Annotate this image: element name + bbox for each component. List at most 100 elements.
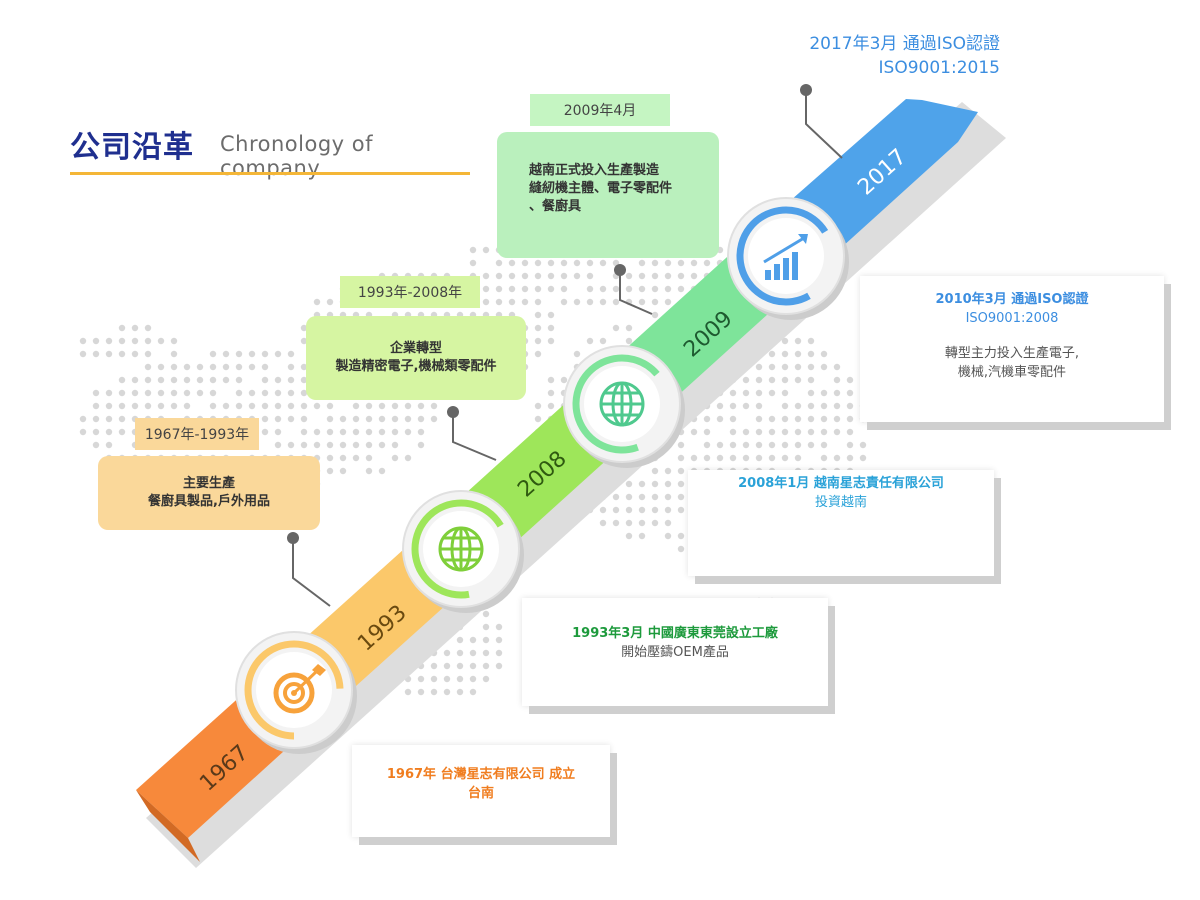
map-dot xyxy=(105,337,113,345)
map-dot xyxy=(534,415,542,423)
map-dot xyxy=(534,337,542,345)
map-dot xyxy=(482,272,490,280)
map-dot xyxy=(118,428,126,436)
map-dot xyxy=(209,363,217,371)
map-dot xyxy=(287,363,295,371)
map-dot xyxy=(417,402,425,410)
page-header: 公司沿革 Chronology of company xyxy=(70,118,480,180)
map-dot xyxy=(79,428,87,436)
map-dot xyxy=(417,675,425,683)
map-dot xyxy=(755,441,763,449)
map-dot xyxy=(781,428,789,436)
bubble-line: 餐廚具製品,戶外用品 xyxy=(148,494,270,509)
map-dot xyxy=(612,493,620,501)
map-dot xyxy=(846,428,854,436)
map-dot xyxy=(92,337,100,345)
map-dot xyxy=(495,285,503,293)
map-dot xyxy=(196,389,204,397)
map-dot xyxy=(573,259,581,267)
map-dot xyxy=(222,376,230,384)
map-dot xyxy=(495,259,503,267)
title-underline xyxy=(70,172,470,175)
map-dot xyxy=(274,389,282,397)
map-dot xyxy=(144,389,152,397)
map-dot xyxy=(339,467,347,475)
map-dot xyxy=(105,441,113,449)
page-title: 公司沿革 xyxy=(70,130,194,165)
ribbon-tail-fold xyxy=(136,790,200,862)
map-dot xyxy=(677,493,685,501)
map-dot xyxy=(612,519,620,527)
map-dot xyxy=(274,350,282,358)
map-dot xyxy=(651,285,659,293)
milestone-bubble-2009: 越南正式投入生產製造 縫紉機主體、電子零配件 、餐廚具 xyxy=(497,132,719,258)
map-dot xyxy=(365,415,373,423)
connector-1993 xyxy=(452,412,497,461)
map-dot xyxy=(482,636,490,644)
map-dot xyxy=(274,415,282,423)
map-dot xyxy=(846,415,854,423)
map-dot xyxy=(287,415,295,423)
map-dot xyxy=(794,415,802,423)
map-dot xyxy=(313,441,321,449)
map-dot xyxy=(742,402,750,410)
map-dot xyxy=(664,298,672,306)
map-dot xyxy=(833,363,841,371)
map-dot xyxy=(300,415,308,423)
map-dot xyxy=(430,415,438,423)
map-dot xyxy=(352,441,360,449)
map-dot xyxy=(846,376,854,384)
bubble-line: 企業轉型 xyxy=(389,341,442,356)
bubble-line: 縫紉機主體、電子零配件 xyxy=(529,181,673,196)
map-dot xyxy=(482,298,490,306)
map-dot xyxy=(365,428,373,436)
map-dot xyxy=(482,285,490,293)
map-dot xyxy=(287,389,295,397)
map-dot xyxy=(365,454,373,462)
map-dot xyxy=(768,363,776,371)
map-dot xyxy=(469,636,477,644)
map-dot xyxy=(261,389,269,397)
period-pill-1967: 1967年-1993年 xyxy=(135,418,259,450)
map-dot xyxy=(664,285,672,293)
map-dot xyxy=(560,376,568,384)
map-dot xyxy=(456,675,464,683)
milestone-bubble-1993: 企業轉型 製造精密電子,機械類零配件 xyxy=(306,316,526,400)
map-dot xyxy=(573,272,581,280)
map-dot xyxy=(326,454,334,462)
map-dot xyxy=(534,298,542,306)
map-dot xyxy=(807,337,815,345)
map-dot xyxy=(417,428,425,436)
map-dot xyxy=(651,272,659,280)
map-dot xyxy=(157,337,165,345)
map-dot xyxy=(768,389,776,397)
map-dot xyxy=(599,298,607,306)
map-dot xyxy=(144,350,152,358)
map-dot xyxy=(196,376,204,384)
map-dot xyxy=(443,649,451,657)
map-dot xyxy=(625,480,633,488)
map-dot xyxy=(820,389,828,397)
map-dot xyxy=(690,259,698,267)
map-dot xyxy=(274,402,282,410)
map-dot xyxy=(703,428,711,436)
map-dot xyxy=(92,389,100,397)
map-dot xyxy=(92,402,100,410)
map-dot xyxy=(209,350,217,358)
map-dot xyxy=(378,402,386,410)
map-dot xyxy=(118,415,126,423)
map-dot xyxy=(92,441,100,449)
map-dot xyxy=(599,337,607,345)
map-dot xyxy=(313,402,321,410)
map-dot xyxy=(313,428,321,436)
map-dot xyxy=(508,272,516,280)
map-dot xyxy=(703,454,711,462)
map-dot xyxy=(287,402,295,410)
map-dot xyxy=(261,402,269,410)
map-dot xyxy=(586,285,594,293)
connector-dot-2017 xyxy=(800,84,812,96)
map-dot xyxy=(625,272,633,280)
map-dot xyxy=(313,298,321,306)
map-dot xyxy=(534,350,542,358)
